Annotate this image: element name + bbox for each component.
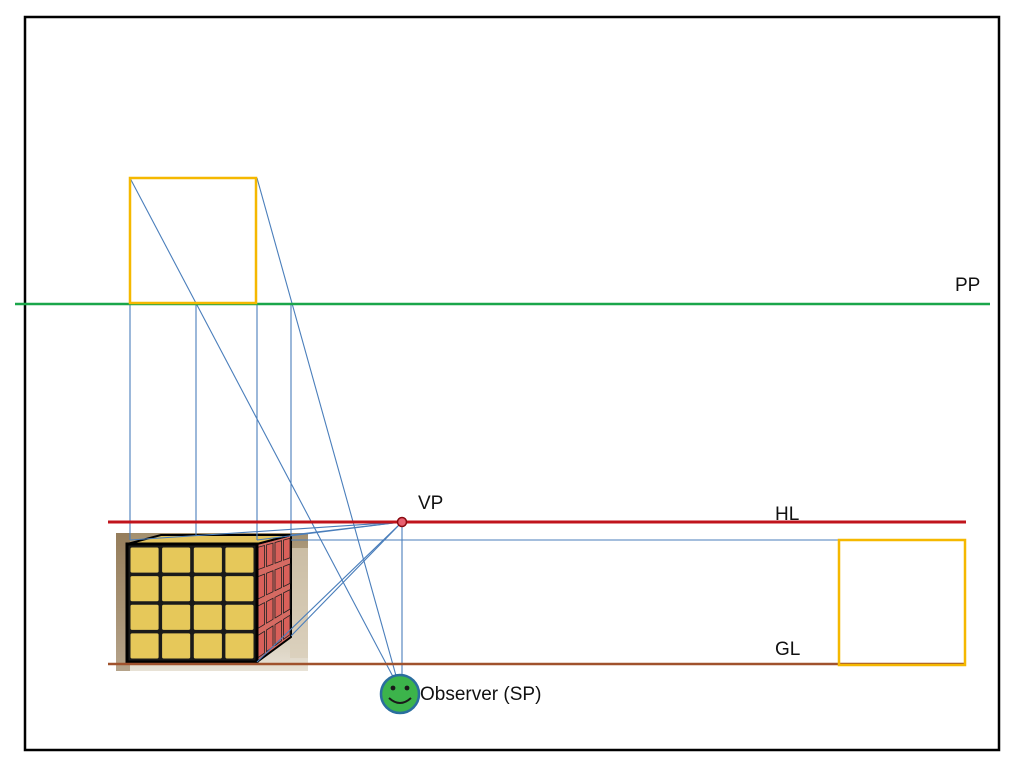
- cube-side-sticker: [257, 602, 265, 630]
- cube-side-sticker: [257, 630, 265, 659]
- ground-line-label: GL: [775, 639, 800, 660]
- sightline-top-left: [129, 177, 401, 691]
- plan-view-square: [128, 176, 258, 305]
- cube-front-stickers: [130, 547, 254, 659]
- smiley-face-icon: [379, 673, 421, 715]
- horizon-line-label: HL: [775, 504, 799, 525]
- cube-sticker: [225, 633, 254, 659]
- cube-right-stickers: [257, 537, 291, 659]
- cube-sticker: [193, 604, 222, 630]
- convergence-line-4: [256, 521, 403, 663]
- cube-side-sticker: [283, 614, 291, 641]
- sightline-top-right: [256, 177, 401, 691]
- cube-side-sticker: [257, 573, 265, 600]
- convergence-line-1: [129, 521, 403, 541]
- cube-side-sticker: [283, 588, 291, 614]
- cube-sticker: [130, 604, 159, 630]
- cube-sticker: [162, 576, 191, 602]
- frame-border: [23, 15, 1001, 752]
- cube-side-sticker: [283, 537, 291, 561]
- picture-plane-label: PP: [955, 275, 980, 296]
- convergence-line-3: [290, 521, 403, 536]
- cube-side-sticker: [274, 540, 282, 564]
- cube-sticker: [130, 547, 159, 573]
- projector-lines: [129, 177, 840, 691]
- cube-sticker: [162, 604, 191, 630]
- rubiks-cube-icon: [125, 533, 292, 664]
- cube-sticker: [193, 633, 222, 659]
- vanishing-point-marker: [396, 516, 408, 528]
- cube-sticker: [225, 604, 254, 630]
- convergence-line-5: [290, 521, 403, 637]
- cube-sticker: [162, 633, 191, 659]
- elevation-square: [837, 538, 967, 667]
- cube-side-sticker: [266, 542, 274, 568]
- cube-sticker: [193, 547, 222, 573]
- cube-sticker: [162, 547, 191, 573]
- cube-sticker: [130, 633, 159, 659]
- cube-side-sticker: [266, 570, 274, 596]
- vanishing-point-label: VP: [418, 493, 443, 514]
- cube-side-sticker: [266, 597, 274, 624]
- cube-sticker: [225, 576, 254, 602]
- cube-sticker: [130, 576, 159, 602]
- cube-side-sticker: [283, 563, 291, 588]
- cube-side-sticker: [274, 566, 282, 592]
- cube-sticker: [225, 547, 254, 573]
- cube-sticker: [193, 576, 222, 602]
- cube-side-sticker: [257, 544, 265, 571]
- cube-side-sticker: [274, 593, 282, 619]
- observer-label: Observer (SP): [420, 684, 541, 705]
